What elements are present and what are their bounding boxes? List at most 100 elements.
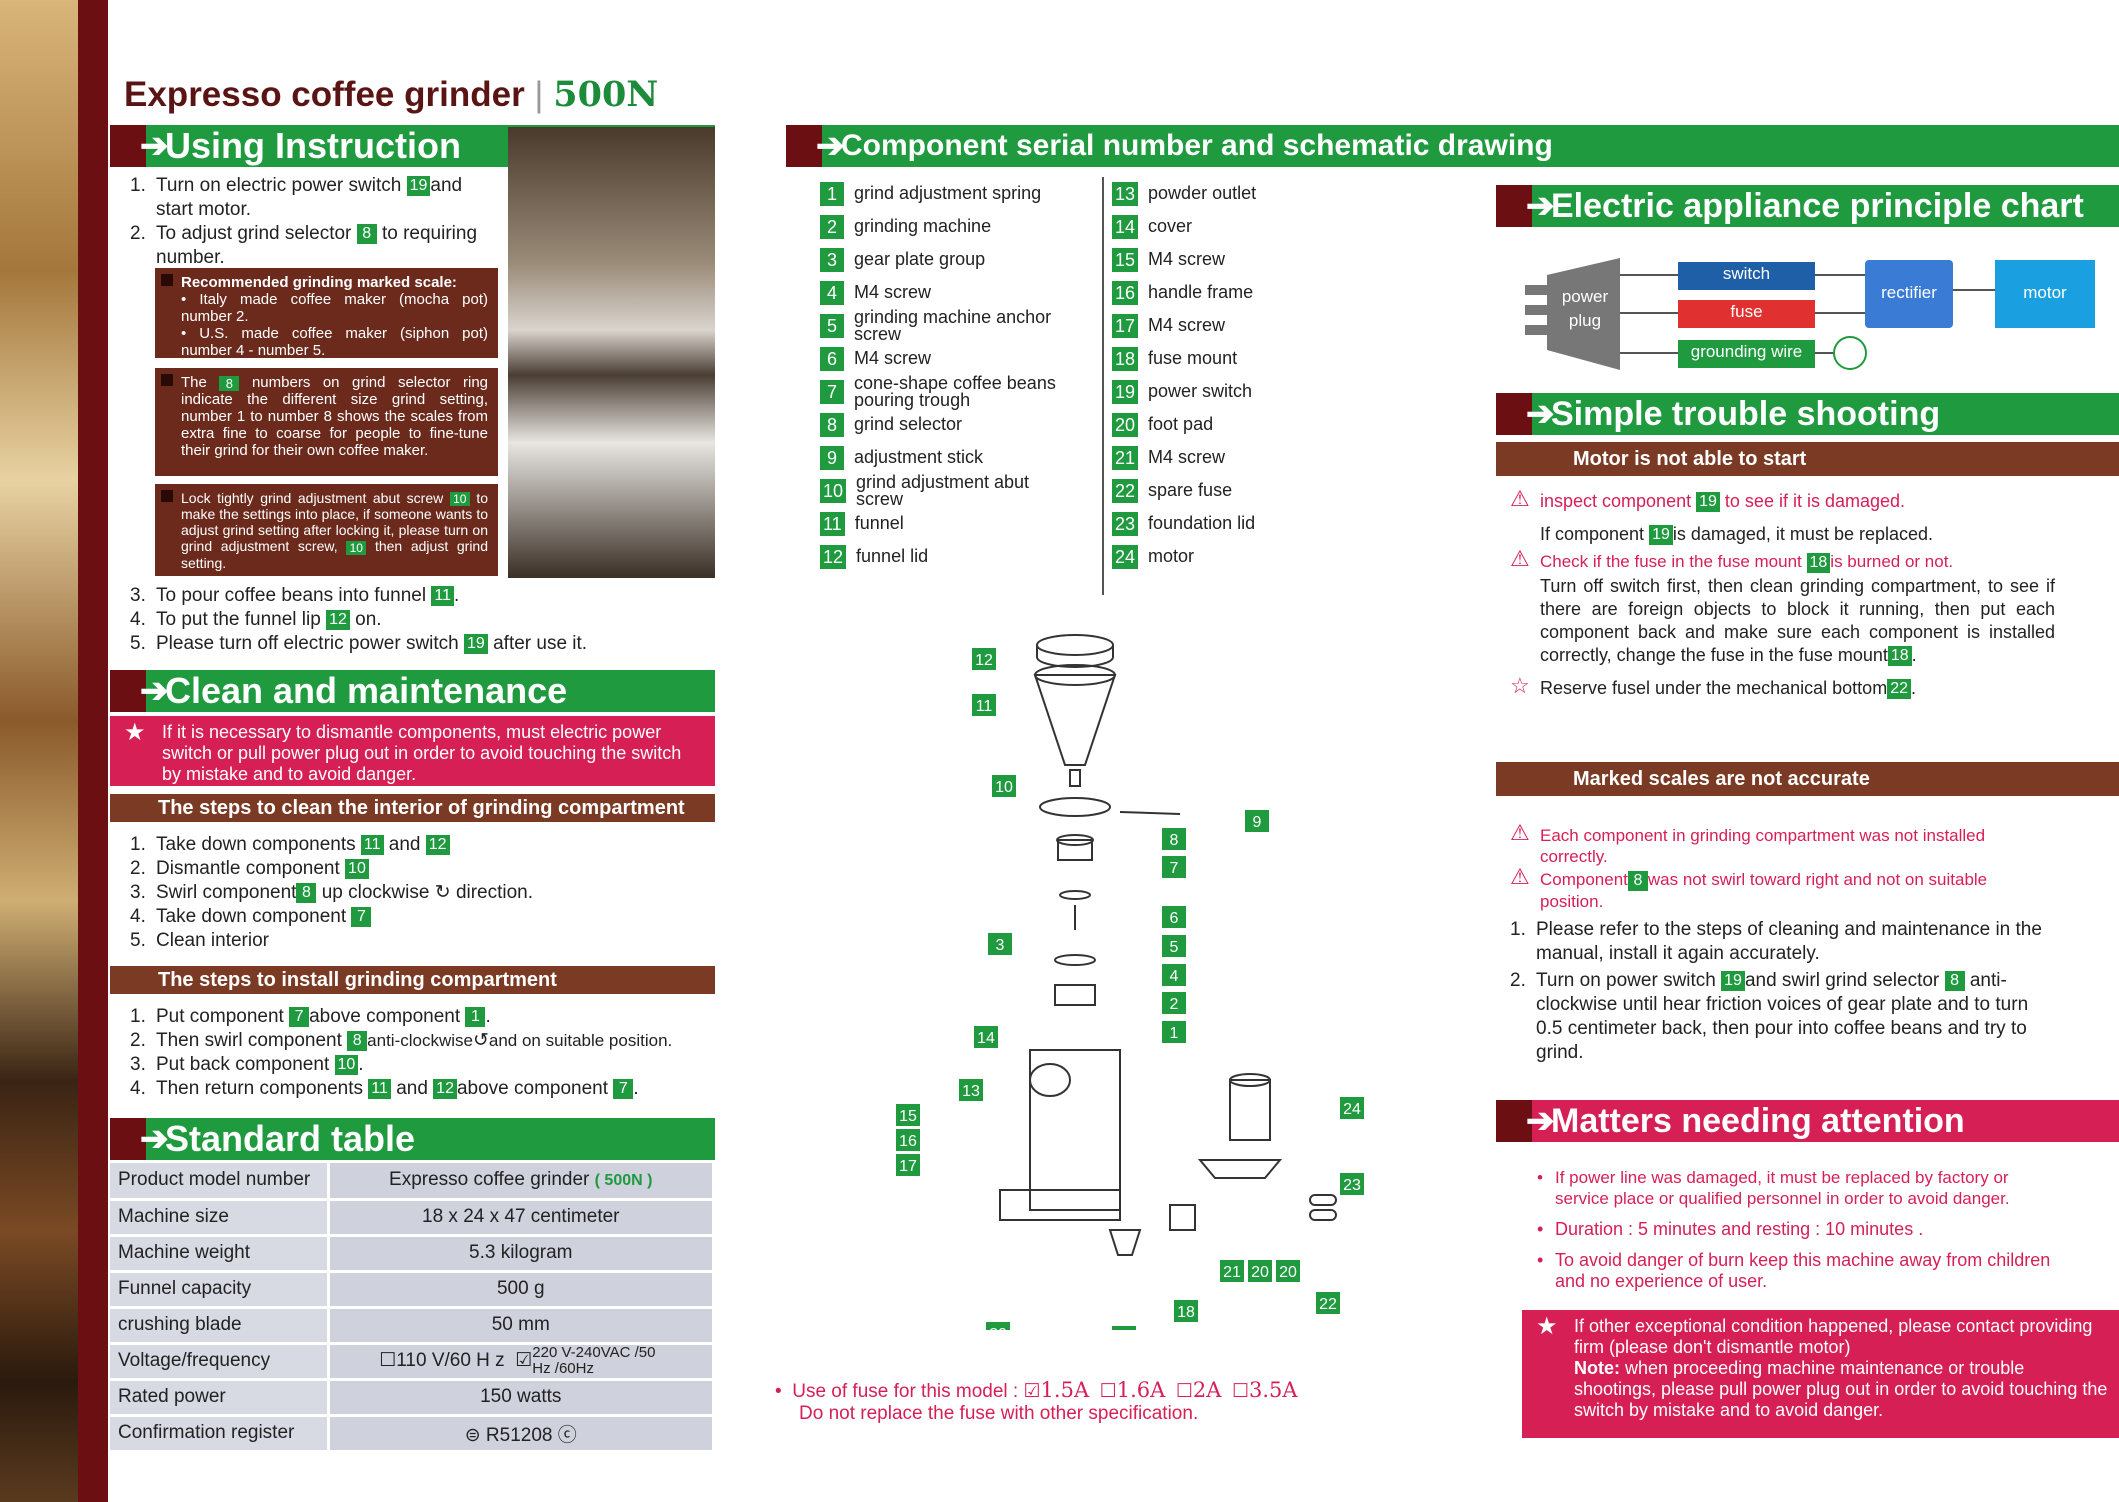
motor-label: motor <box>2023 283 2067 302</box>
list-item: 3.To pour coffee beans into funnel 11. <box>130 585 460 606</box>
arrow-icon: ➔ <box>140 127 169 165</box>
callout-number: 4 <box>1170 968 1179 985</box>
callout-number: 20 <box>1279 1264 1297 1281</box>
callout-number: 24 <box>1343 1101 1361 1118</box>
callout-number: 15 <box>899 1108 917 1125</box>
warning-icon: ⚠ <box>1510 864 1530 889</box>
callout-2 <box>1162 992 1186 1014</box>
callout-number: 20 <box>1251 1264 1269 1281</box>
component-name: cover <box>1148 216 1193 236</box>
list-item: 1.Please refer to the steps of cleaning … <box>1510 918 2042 964</box>
callout-number: 18 <box>1177 1304 1195 1321</box>
checkbox-220v-checked: ☑ <box>515 1350 533 1372</box>
callout-number: 20 <box>989 1326 1007 1330</box>
component-name: grind selector <box>854 414 963 434</box>
exploded-schematic-drawing: 1234567891011121314151617181921222324202… <box>896 634 1364 1330</box>
arrow-icon: ➔ <box>1526 395 1555 433</box>
callout-number: 13 <box>962 1083 980 1100</box>
scales-not-accurate-heading: Marked scales are not accurate <box>1496 762 2119 796</box>
callout-18 <box>1174 1300 1198 1322</box>
callout-number: 8 <box>1170 832 1179 849</box>
callout-12 <box>972 648 996 670</box>
component-name: handle frame <box>1148 282 1254 302</box>
component-name: power switch <box>1148 381 1253 401</box>
component-name: gear plate group <box>854 249 986 269</box>
warning-icon: ⚠ <box>1510 486 1530 511</box>
section-components: ➔Component serial number and schematic d… <box>786 125 2119 167</box>
section-matters-attention: ➔Matters needing attention <box>1496 1100 2119 1142</box>
arrow-icon: ➔ <box>1526 187 1555 225</box>
grounding-wire-label: grounding wire <box>1690 342 1803 361</box>
component-name: M4 screw <box>854 282 932 302</box>
callout-9 <box>1245 810 1269 832</box>
component-name: fuse mount <box>1148 348 1238 368</box>
component-name: M4 screw <box>854 348 932 368</box>
callout-number: 21 <box>1223 1264 1241 1281</box>
callout-number: 6 <box>1170 910 1179 927</box>
clean-steps: 1.Take down components 11 and 12 2.Disma… <box>130 833 710 953</box>
callout-23 <box>1340 1173 1364 1195</box>
callout-number: 14 <box>977 1030 995 1047</box>
callout-15 <box>896 1104 920 1126</box>
callout-19 <box>1112 1326 1136 1330</box>
callout-number: 16 <box>899 1133 917 1150</box>
component-number: 6 <box>820 346 844 371</box>
table-row: Voltage/frequency☐110 V/60 H z ☑220 V-24… <box>110 1343 715 1381</box>
warning-icon: ⚠ <box>1510 546 1530 571</box>
component-number: 19 <box>1112 379 1139 404</box>
brand-title: Expresso coffee grinder | 500N <box>124 74 659 115</box>
callout-3 <box>988 933 1012 955</box>
component-name: motor <box>1148 546 1195 566</box>
attention-list: •If power line was damaged, it must be r… <box>1537 1167 2060 1292</box>
component-name: funnel lid <box>856 546 929 566</box>
component-number: 18 <box>1112 346 1139 371</box>
callout-11 <box>972 694 996 716</box>
component-name: grinding machine anchor screw <box>854 306 1052 344</box>
component-number: 17 <box>1112 313 1139 338</box>
component-number: 2 <box>820 214 844 239</box>
component-number: 7 <box>820 379 844 404</box>
callout-24 <box>1340 1097 1364 1119</box>
arrow-icon: ➔ <box>140 672 169 710</box>
list-item: •To avoid danger of burn keep this machi… <box>1537 1250 2051 1291</box>
component-number: 22 <box>1112 478 1139 503</box>
rotate-clockwise-icon: ↻ <box>434 882 451 903</box>
callout-21 <box>1220 1260 1244 1282</box>
component-name: cone-shape coffee beans pouring trough <box>854 372 1056 410</box>
ccc-mark-icon: ⓒ <box>557 1424 577 1446</box>
list-item: •If power line was damaged, it must be r… <box>1537 1168 2010 1208</box>
grind-selector-note: The 8 numbers on grind selector ring ind… <box>155 368 498 476</box>
star-icon: ★ <box>1536 1313 1558 1340</box>
component-name: M4 screw <box>1148 315 1226 335</box>
callout-13 <box>959 1079 983 1101</box>
callout-number: 9 <box>1253 814 1262 831</box>
component-name: foot pad <box>1148 414 1214 434</box>
callout-4 <box>1162 964 1186 986</box>
contact-note: ★If other exceptional condition happened… <box>1522 1310 2119 1438</box>
component-number: 11 <box>820 511 845 536</box>
callout-6 <box>1162 906 1186 928</box>
list-item: 4.To put the funnel lip 12 on. <box>130 609 382 630</box>
component-name: adjustment stick <box>854 447 984 467</box>
callout-10 <box>992 775 1016 797</box>
callout-number: 1 <box>1170 1025 1179 1042</box>
component-name: M4 screw <box>1148 249 1226 269</box>
callout-20 <box>1276 1260 1300 1282</box>
